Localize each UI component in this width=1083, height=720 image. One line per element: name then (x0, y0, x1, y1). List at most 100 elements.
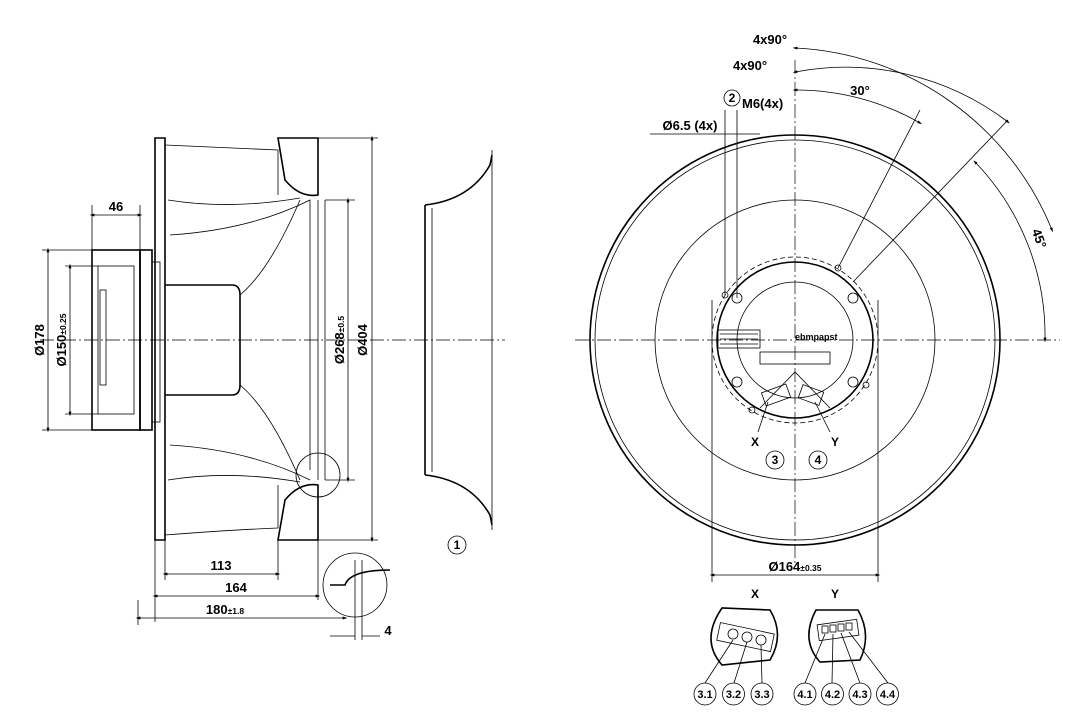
front-view: ebmpapst X Y 3 4 2 M6(4x) Ø6.5 (4x) 30° … (575, 32, 1060, 582)
callout-2-circle (723, 89, 741, 107)
detail-x-body (710, 607, 779, 666)
dim-150-tol: ±0.25 (58, 313, 68, 334)
y-pin-callouts: 4.1 4.2 4.3 4.4 (793, 682, 899, 706)
angle-ray-45 (852, 119, 1009, 283)
angle-4x90-b: 4x90° (733, 58, 767, 73)
cable-block (717, 329, 761, 349)
detail-profile (330, 569, 391, 586)
inlet-ring-bottom (424, 474, 493, 526)
detail-y-pin-2 (829, 624, 837, 633)
y-pin-label-1: 4.1 (797, 689, 812, 701)
callout-3: 3 (772, 453, 779, 467)
y-pin-circle-2 (821, 682, 844, 706)
thread-2 (834, 264, 842, 272)
connector-details: X Y 3.1 3.2 3.3 4.1 4.2 4.3 4.4 (693, 587, 899, 706)
detail-x-pin-1 (727, 628, 739, 640)
callout-2: 2 (729, 91, 736, 105)
connector-housing (759, 371, 831, 409)
angle-4x90-a: 4x90° (753, 32, 787, 47)
motor-inner (736, 281, 854, 399)
x-pin-label-3: 3.3 (754, 689, 769, 701)
leader-x (757, 401, 769, 433)
dim-164: 164 (225, 580, 247, 595)
connector-y (797, 384, 825, 406)
detail-x-socket (716, 622, 775, 653)
callout-4-circle (808, 450, 828, 470)
shroud-upper (277, 137, 319, 197)
hole-label: Ø6.5 (4x) (663, 118, 718, 133)
detail-circle (295, 452, 341, 498)
dim-180-tol: ±1.8 (228, 606, 245, 616)
angle-ray-30 (837, 109, 921, 269)
brand-label: ebmpapst (795, 332, 838, 342)
detail-x-title: X (751, 587, 759, 601)
label-x: X (751, 435, 759, 449)
dim-113: 113 (211, 558, 232, 573)
y-pin-circle-3 (848, 682, 872, 706)
dim-150-group: Ø150±0.25 (54, 313, 69, 366)
x-pin-label-2: 3.2 (726, 689, 741, 701)
hole-2 (847, 292, 859, 304)
y-pin-label-3: 4.3 (852, 689, 867, 701)
thread-4 (862, 381, 870, 389)
blade-lower-3 (169, 444, 311, 481)
dim-268-group: Ø268±0.5 (332, 316, 347, 365)
dim-f164-tol: ±0.35 (800, 563, 821, 573)
detail-y-title: Y (831, 587, 839, 601)
leader-y (814, 401, 831, 433)
inlet-ring-top (424, 154, 493, 206)
hole-4 (847, 376, 859, 388)
blade-upper-4 (239, 199, 301, 296)
dim-f164: Ø164 (768, 559, 801, 574)
angle-45-label: 45° (1029, 227, 1050, 251)
detail-y-pin-3 (837, 623, 845, 632)
blade-lower-1 (164, 485, 279, 536)
mounting-holes (721, 264, 870, 414)
motor-outline (716, 261, 874, 419)
detail-x-leader-3 (760, 644, 763, 684)
y-pin-label-2: 4.2 (825, 689, 840, 701)
dim-268: Ø268 (332, 332, 347, 364)
m6-label: M6(4x) (742, 96, 783, 111)
callout-1: 1 (454, 538, 461, 552)
impeller-hub (165, 284, 241, 396)
blade-upper-1 (164, 144, 279, 195)
y-pin-circle-1 (793, 682, 817, 706)
x-pin-label-1: 3.1 (697, 689, 712, 701)
detail-x-pin-2 (741, 631, 753, 643)
detail-y-socket (816, 618, 860, 642)
y-pin-label-4: 4.4 (880, 689, 896, 701)
detail-x-leader-2 (733, 641, 748, 684)
dim-268-tol: ±0.5 (336, 316, 346, 333)
callout-1-circle (447, 535, 467, 555)
side-view: 46 Ø178 Ø150±0.25 Ø268±0.5 Ø404 113 164 (32, 135, 505, 640)
blade-lower-4 (239, 384, 301, 481)
dim-f164-group: Ø164±0.35 (768, 559, 821, 574)
callout-3-circle (765, 450, 785, 470)
dim-46: 46 (109, 199, 123, 214)
hole-3 (731, 376, 743, 388)
y-pin-circle-4 (876, 682, 899, 706)
blade-lower-2 (167, 475, 301, 483)
motor-ring (151, 261, 161, 423)
connector-x (760, 383, 792, 407)
detail-y-leader-4 (848, 631, 889, 684)
motor-flange-inner (97, 265, 135, 415)
blade-upper-3 (169, 199, 311, 470)
detail-y-pin-1 (821, 625, 829, 634)
dim-404: Ø404 (355, 323, 370, 356)
dim-4: 4 (384, 623, 392, 638)
motor-connector (99, 289, 107, 386)
detail-y-leader-2 (831, 633, 834, 684)
dim-150: Ø150 (54, 335, 69, 367)
angle-30-label: 30° (850, 83, 870, 98)
shroud-lower (277, 483, 319, 541)
x-pin-circle-2 (722, 682, 745, 706)
thread-3 (748, 406, 756, 414)
warning-label (759, 351, 831, 365)
dim-178: Ø178 (32, 324, 47, 356)
arc-45 (973, 160, 1047, 343)
detail-y-pin-4 (845, 622, 853, 631)
detail-x-pin-3 (755, 634, 767, 646)
